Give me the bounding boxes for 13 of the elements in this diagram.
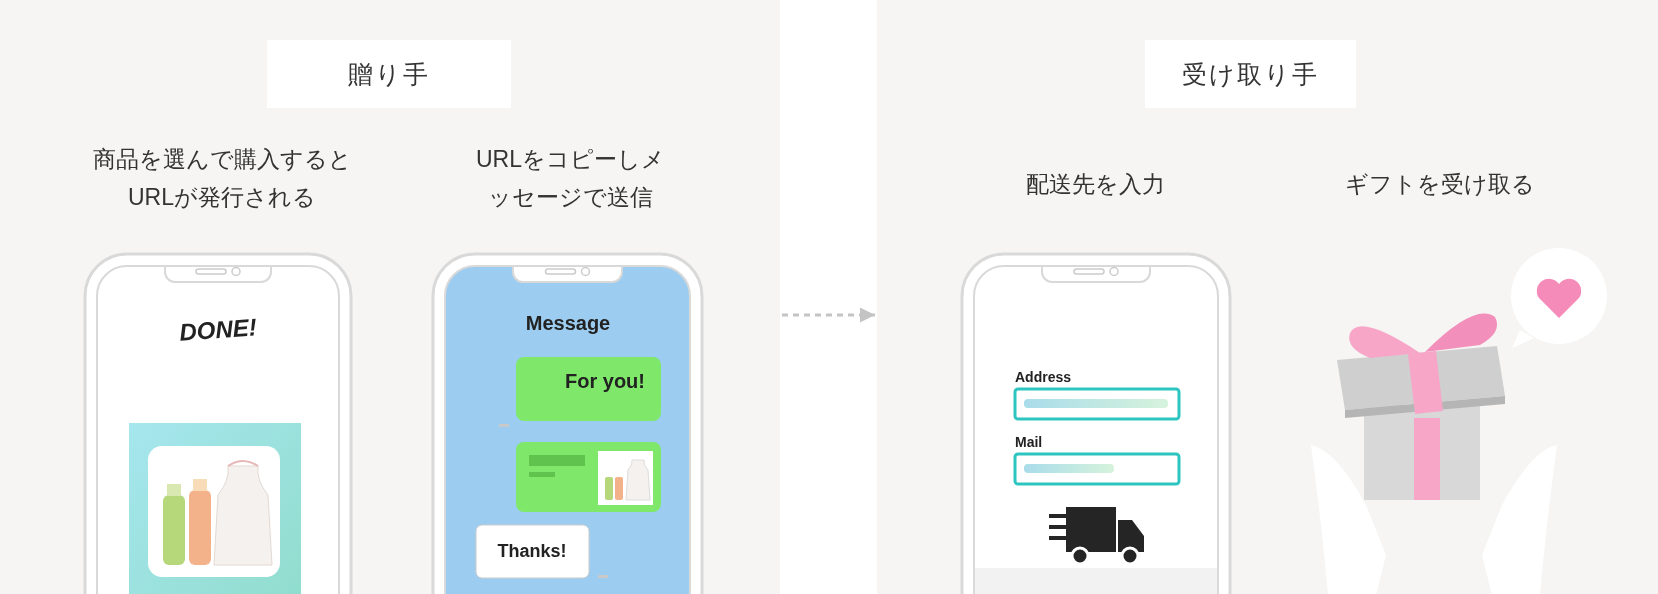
field-label: Address <box>1015 368 1072 385</box>
screen-title: Message <box>525 312 611 335</box>
step-caption: ギフトを受け取る <box>1290 165 1590 209</box>
screen-title: DONE! <box>178 312 258 347</box>
heading-box: 贈り手 <box>267 40 511 108</box>
message-bubble-text: Thanks! <box>497 541 567 563</box>
field-label: Mail <box>1015 433 1043 450</box>
step-caption: URLをコピーしメッセージで送信 <box>473 140 668 220</box>
step-caption: 配送先を入力 <box>960 165 1230 209</box>
step-caption: 商品を選んで購入するとURLが発行される <box>91 140 353 220</box>
arrow <box>782 307 875 323</box>
heading-box: 受け取り手 <box>1145 40 1356 108</box>
message-bubble-text: For you! <box>565 370 645 393</box>
